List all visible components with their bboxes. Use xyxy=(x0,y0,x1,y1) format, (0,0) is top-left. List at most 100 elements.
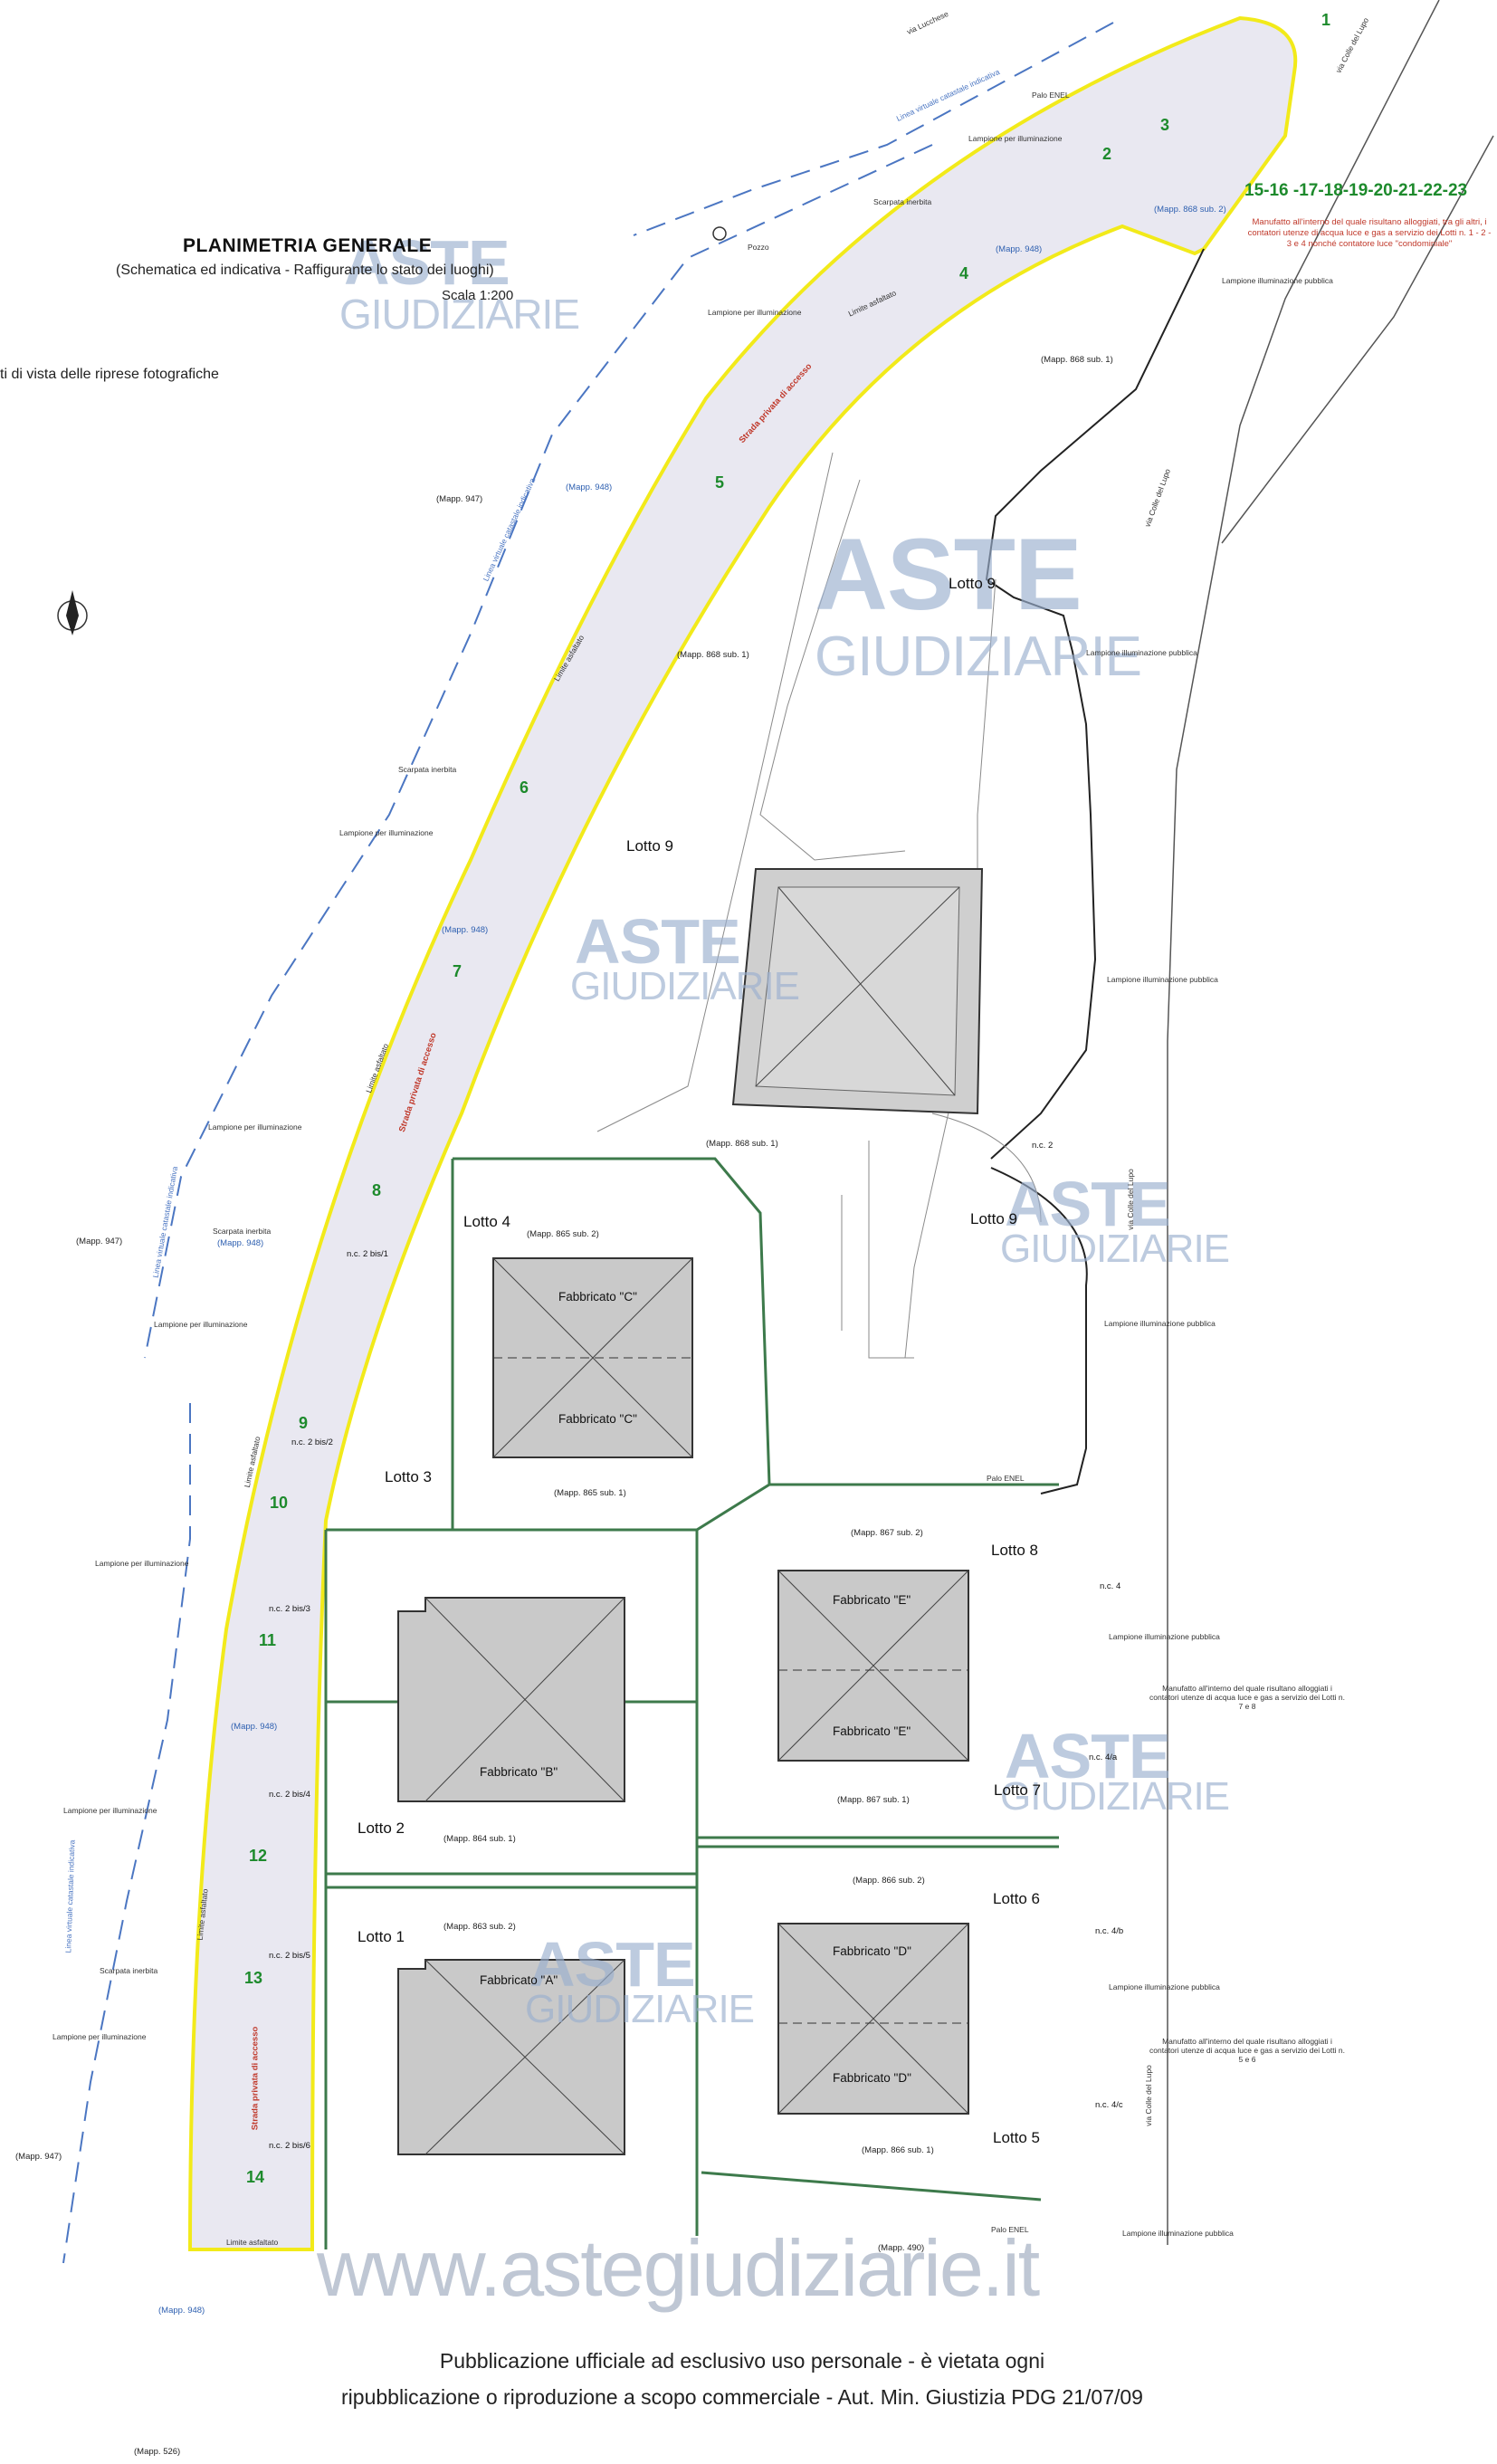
photo-point-group: 15-16 -17-18-19-20-21-22-23 xyxy=(1244,181,1468,200)
fabbricato-b-roof xyxy=(397,1597,625,1802)
lampione-illum-7: Lampione per illuminazione xyxy=(63,1806,157,1815)
watermark-aste: ASTE xyxy=(1005,1721,1171,1791)
lotto-5-label: Lotto 5 xyxy=(993,2129,1040,2146)
photo-point-11: 11 xyxy=(259,1631,277,1649)
lampione-illum-4: Lampione per illuminazione xyxy=(208,1122,302,1132)
watermark-aste: ASTE xyxy=(529,1929,696,2000)
photo-point-9: 9 xyxy=(299,1414,309,1432)
mapp-948-c: (Mapp. 948) xyxy=(442,925,489,935)
lampione-illum-8: Lampione per illuminazione xyxy=(52,2032,147,2041)
site-boundary xyxy=(985,248,1205,1495)
fabbricato-d-roof xyxy=(777,1923,969,2115)
photo-point-3: 3 xyxy=(1160,116,1170,134)
limite-asfaltato-bottom: Limite asfaltato xyxy=(226,2238,279,2247)
civico-2bis-4: n.c. 2 bis/4 xyxy=(269,1790,310,1800)
street-edges xyxy=(1167,0,1494,2245)
fabbricato-e-label-bottom: Fabbricato "E" xyxy=(833,1724,911,1738)
fabbricato-c-label-top: Fabbricato "C" xyxy=(558,1290,637,1304)
mapp-948-e: (Mapp. 948) xyxy=(231,1722,278,1732)
street-colle-del-lupo-4: via Colle del Lupo xyxy=(1143,2065,1153,2126)
private-access-road xyxy=(187,15,1298,2251)
mapp-866-2: (Mapp. 866 sub. 2) xyxy=(853,1876,925,1886)
lotto-1-label: Lotto 1 xyxy=(358,1928,405,1945)
civico-4c: n.c. 4/c xyxy=(1095,2100,1123,2110)
note-manufatto-56: Manufatto all'interno del quale risultan… xyxy=(1149,2037,1345,2064)
photo-point-10: 10 xyxy=(270,1494,289,1512)
photo-point-14: 14 xyxy=(246,2168,265,2186)
lotto-6-label: Lotto 6 xyxy=(993,1890,1040,1907)
fabbricato-c-label-bottom: Fabbricato "C" xyxy=(558,1412,637,1426)
cadastral-lines xyxy=(62,22,1114,2264)
mapp-948-f: (Mapp. 948) xyxy=(158,2306,205,2316)
photo-point-1: 1 xyxy=(1321,11,1331,29)
note-manufatto-78: Manufatto all'interno del quale risultan… xyxy=(1149,1684,1345,1711)
fabbricato-d-label-bottom: Fabbricato "D" xyxy=(833,2071,911,2085)
civico-2bis-3: n.c. 2 bis/3 xyxy=(269,1604,310,1614)
photo-point-6: 6 xyxy=(520,778,529,797)
lampione-illum-1: Lampione per illuminazione xyxy=(968,134,1063,143)
north-arrow-icon xyxy=(57,590,88,635)
palo-enel-top: Palo ENEL xyxy=(1032,91,1070,100)
watermark-giudiziarie: GIUDIZIARIE xyxy=(525,1987,755,2031)
civico-2bis-6: n.c. 2 bis/6 xyxy=(269,2141,310,2151)
lampione-illum-5: Lampione per illuminazione xyxy=(154,1320,248,1329)
photo-point-4: 4 xyxy=(959,264,969,282)
note-manufatto-top: Manufatto all'interno del quale risultan… xyxy=(1247,217,1492,249)
well-icon xyxy=(712,226,727,241)
plan-subtitle: (Schematica ed indicativa - Raffigurante… xyxy=(116,263,494,278)
lampione-pubblica-4: Lampione illuminazione pubblica xyxy=(1104,1319,1216,1328)
lampione-pubblica-2: Lampione illuminazione pubblica xyxy=(1086,648,1197,657)
lotto-9-label-a: Lotto 9 xyxy=(949,575,996,592)
lotto-9-label-c: Lotto 9 xyxy=(970,1210,1017,1227)
mapp-526: (Mapp. 526) xyxy=(134,2447,181,2457)
scarpata-3: Scarpata inerbita xyxy=(213,1227,272,1236)
watermark-giudiziarie: GIUDIZIARIE xyxy=(570,964,800,1008)
mapp-865-1: (Mapp. 865 sub. 1) xyxy=(554,1488,626,1498)
mapp-865-2: (Mapp. 865 sub. 2) xyxy=(527,1229,599,1239)
mapp-947-b: (Mapp. 947) xyxy=(76,1237,123,1246)
mapp-868-1-c: (Mapp. 868 sub. 1) xyxy=(706,1139,778,1149)
scarpata-2: Scarpata inerbita xyxy=(398,765,457,774)
fabbricato-e-roof xyxy=(777,1570,969,1762)
lot-boundaries xyxy=(324,1157,1059,2249)
civico-2bis-5: n.c. 2 bis/5 xyxy=(269,1951,310,1961)
civico-2bis-2: n.c. 2 bis/2 xyxy=(291,1437,333,1447)
palo-enel-bottom: Palo ENEL xyxy=(991,2225,1029,2234)
mapp-490: (Mapp. 490) xyxy=(878,2243,925,2253)
photo-point-8: 8 xyxy=(372,1181,382,1199)
lampione-pubblica-7: Lampione illuminazione pubblica xyxy=(1122,2229,1234,2238)
strada-privata-3: Strada privata di accesso xyxy=(250,2026,261,2131)
watermark-aste: ASTE xyxy=(344,227,510,298)
lotto9-building xyxy=(731,868,984,1115)
mapp-868-1-a: (Mapp. 868 sub. 1) xyxy=(1041,355,1113,365)
lotto-4-label: Lotto 4 xyxy=(463,1213,510,1230)
mapp-867-1: (Mapp. 867 sub. 1) xyxy=(837,1795,910,1805)
scarpata-1: Scarpata inerbita xyxy=(873,197,932,206)
fabbricato-c-roof xyxy=(492,1257,693,1458)
legend-fragment: ti di vista delle riprese fotografiche xyxy=(0,367,219,382)
fabbricato-a-label: Fabbricato "A" xyxy=(480,1973,558,1987)
civico-2: n.c. 2 xyxy=(1032,1141,1054,1151)
footer-line-2: ripubblicazione o riproduzione a scopo c… xyxy=(341,2385,1143,2409)
lampione-illum-3: Lampione per illuminazione xyxy=(339,828,434,837)
lampione-pubblica-6: Lampione illuminazione pubblica xyxy=(1109,1982,1220,1991)
lampione-pubblica-1: Lampione illuminazione pubblica xyxy=(1222,276,1333,285)
scarpata-4: Scarpata inerbita xyxy=(100,1966,158,1975)
watermark-giudiziarie: GIUDIZIARIE xyxy=(1000,1774,1230,1819)
plan-title: PLANIMETRIA GENERALE xyxy=(183,235,433,256)
mapp-948-b: (Mapp. 948) xyxy=(566,482,613,492)
mapp-863-2: (Mapp. 863 sub. 2) xyxy=(443,1922,516,1932)
mapp-947-c: (Mapp. 947) xyxy=(15,2152,62,2162)
plan-scale: Scala 1:200 xyxy=(442,288,514,303)
watermark-aste: ASTE xyxy=(1005,1169,1171,1239)
watermark-aste: ASTE xyxy=(815,518,1082,631)
mapp-864-1: (Mapp. 864 sub. 1) xyxy=(443,1834,516,1844)
palo-enel-mid: Palo ENEL xyxy=(987,1474,1025,1483)
watermark-aste: ASTE xyxy=(575,906,741,977)
civico-2bis-1: n.c. 2 bis/1 xyxy=(347,1249,388,1259)
civico-4: n.c. 4 xyxy=(1100,1581,1121,1591)
photo-point-5: 5 xyxy=(715,473,725,492)
mapp-948-a: (Mapp. 948) xyxy=(996,244,1043,254)
lampione-illum-6: Lampione per illuminazione xyxy=(95,1559,189,1568)
